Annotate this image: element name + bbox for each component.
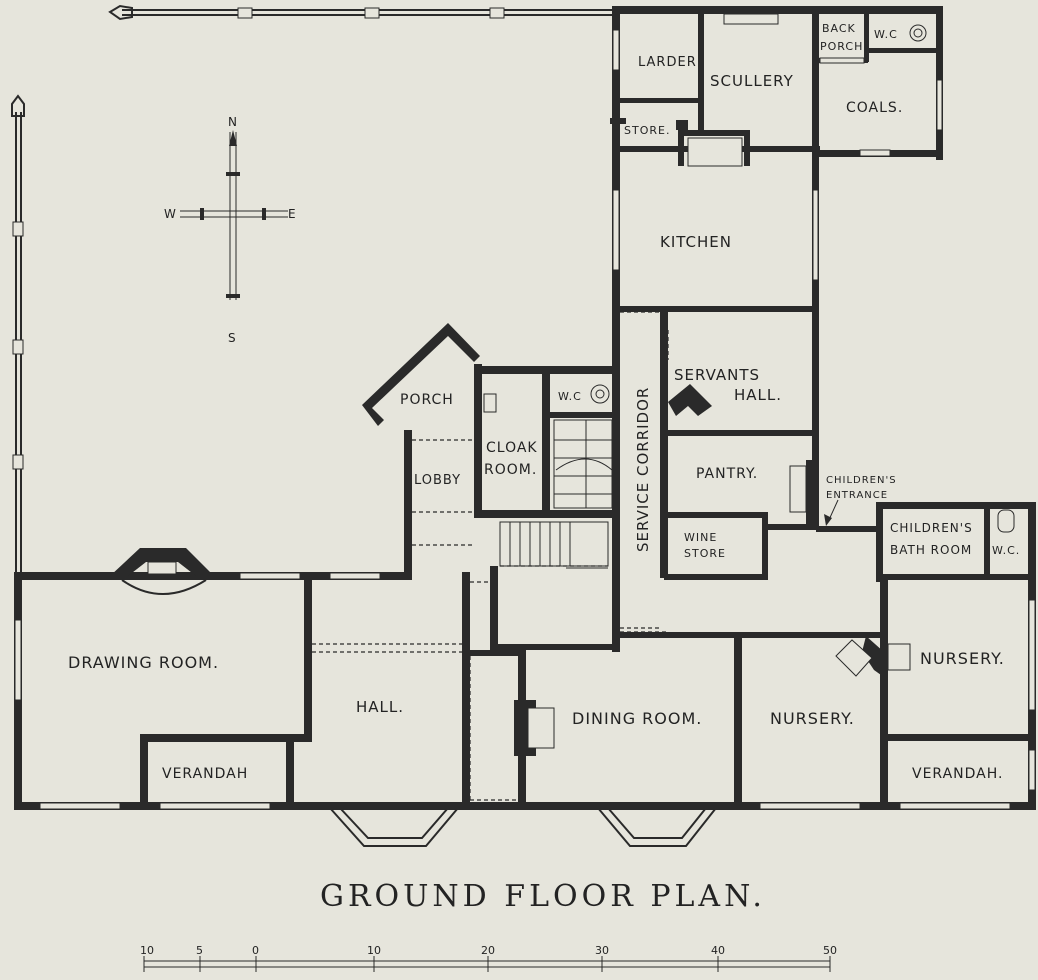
room-label-larder: LARDER bbox=[638, 55, 697, 70]
hall-bay-window bbox=[327, 807, 461, 847]
service-wing-windows bbox=[612, 29, 943, 281]
entrance-block-walls bbox=[362, 323, 620, 578]
drawing-room-bay bbox=[110, 548, 214, 595]
scale-tick-label: 0 bbox=[252, 944, 259, 957]
room-label-wine-store: STORE bbox=[684, 547, 726, 560]
room-label-nursery: NURSERY. bbox=[920, 649, 1005, 668]
room-label-store: STORE. bbox=[624, 124, 670, 137]
scullery-range bbox=[723, 13, 779, 25]
room-label-children-wc: W.C. bbox=[992, 544, 1020, 557]
plan-title: GROUND FLOOR PLAN. bbox=[320, 879, 766, 914]
scale-tick-label: 50 bbox=[823, 944, 837, 957]
room-label-servants-hall: HALL. bbox=[734, 386, 782, 404]
children-wc-pan bbox=[997, 509, 1015, 533]
scale-tick-label: 30 bbox=[595, 944, 609, 957]
room-label-pantry: PANTRY. bbox=[696, 466, 758, 482]
dining-bay-window bbox=[595, 807, 719, 847]
main-block-openings bbox=[291, 529, 885, 801]
servants-block-walls bbox=[660, 308, 818, 580]
compass-north-label: N bbox=[228, 115, 238, 129]
boundary-railing-top bbox=[108, 4, 612, 21]
room-label-drawing-room: DRAWING ROOM. bbox=[68, 653, 219, 672]
scale-tick-label: 5 bbox=[196, 944, 203, 957]
room-label-childrens-bath: CHILDREN'S bbox=[890, 521, 973, 535]
scale-tick-label: 20 bbox=[481, 944, 495, 957]
compass-west-label: W bbox=[164, 207, 177, 221]
room-label-back-porch: PORCH bbox=[820, 40, 863, 53]
main-block-windows bbox=[14, 572, 1036, 810]
room-label-back-porch: BACK bbox=[822, 22, 856, 35]
room-label-kitchen: KITCHEN bbox=[660, 233, 732, 251]
servants-hall-fireplace bbox=[668, 384, 712, 416]
compass-east-label: E bbox=[288, 207, 297, 221]
scale-bar bbox=[143, 956, 831, 972]
back-stairs bbox=[553, 419, 613, 509]
back-wc-pan bbox=[909, 24, 927, 42]
cloak-wc-pan bbox=[590, 384, 610, 404]
room-label-servants-hall: SERVANTS bbox=[674, 366, 760, 384]
room-label-verandah: VERANDAH. bbox=[912, 766, 1003, 782]
room-label-back-wc: W.C bbox=[874, 28, 898, 41]
room-label-service-corridor: SERVICE CORRIDOR bbox=[634, 387, 652, 552]
room-label-childrens-entrance: ENTRANCE bbox=[826, 490, 888, 501]
room-label-childrens-bath: BATH ROOM bbox=[890, 543, 972, 557]
compass-rose bbox=[180, 130, 288, 300]
room-label-dining-room: DINING ROOM. bbox=[572, 709, 702, 728]
room-label-cloak-wc: W.C bbox=[558, 390, 582, 403]
nursery-fireplace bbox=[835, 636, 911, 680]
scale-tick-label: 10 bbox=[367, 944, 381, 957]
room-label-verandah: VERANDAH bbox=[162, 766, 248, 782]
pantry-sink bbox=[789, 465, 807, 513]
room-label-porch: PORCH bbox=[400, 392, 454, 408]
compass-south-label: S bbox=[228, 331, 237, 345]
room-label-nursery: NURSERY. bbox=[770, 709, 855, 728]
main-stairs bbox=[499, 521, 609, 569]
dining-fireplace bbox=[514, 700, 555, 756]
room-label-coals: COALS. bbox=[846, 100, 903, 116]
room-label-hall: HALL. bbox=[356, 698, 404, 716]
kitchen-range bbox=[687, 137, 743, 167]
room-label-cloak-room: CLOAK bbox=[486, 440, 538, 456]
childrens-entrance-arrow bbox=[824, 499, 839, 526]
cloak-basin bbox=[483, 393, 497, 413]
room-label-scullery: SCULLERY bbox=[710, 72, 794, 90]
room-label-wine-store: WINE bbox=[684, 531, 717, 544]
room-label-childrens-entrance: CHILDREN'S bbox=[826, 475, 897, 486]
scale-tick-label: 10 bbox=[140, 944, 154, 957]
room-label-lobby: LOBBY bbox=[414, 473, 461, 488]
scale-tick-label: 40 bbox=[711, 944, 725, 957]
room-label-cloak-room: ROOM. bbox=[484, 462, 537, 478]
boundary-railing-left bbox=[11, 94, 25, 572]
